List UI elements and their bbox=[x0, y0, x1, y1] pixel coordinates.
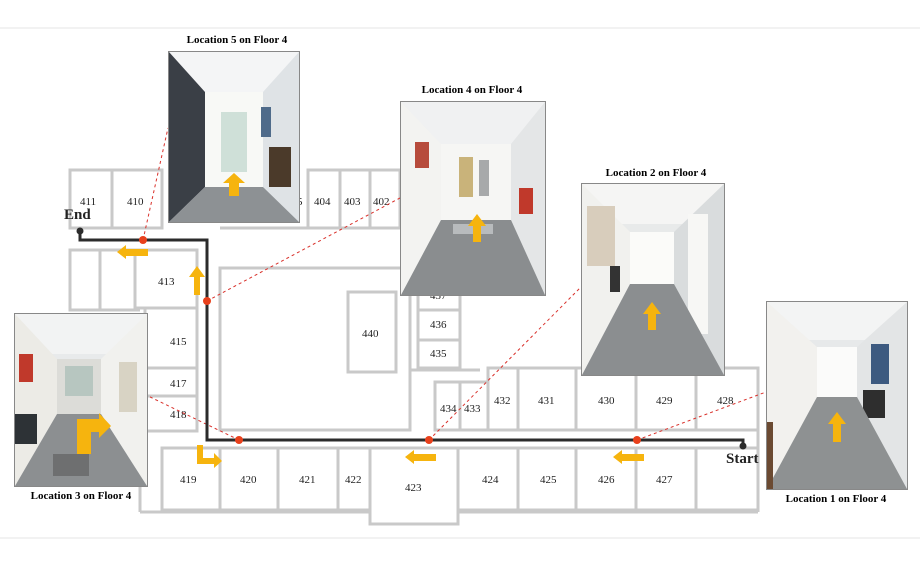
location-5-label: Location 5 on Floor 4 bbox=[186, 34, 288, 46]
room-410: 410 bbox=[127, 196, 144, 208]
room-411: 411 bbox=[80, 196, 96, 208]
arrow-left-icon bbox=[405, 450, 436, 464]
room-419: 419 bbox=[180, 474, 197, 486]
location-3-label: Location 3 on Floor 4 bbox=[30, 490, 132, 502]
room-422: 422 bbox=[345, 474, 362, 486]
route-path bbox=[78, 231, 745, 446]
start-marker bbox=[739, 442, 747, 450]
leader-line-3 bbox=[145, 394, 240, 441]
arrow-left-icon bbox=[117, 245, 148, 259]
location-1-label: Location 1 on Floor 4 bbox=[785, 493, 887, 505]
room-420: 420 bbox=[240, 474, 257, 486]
location-4-photo bbox=[400, 101, 546, 296]
room-425: 425 bbox=[540, 474, 557, 486]
direction-arrows bbox=[117, 245, 644, 468]
room-415: 415 bbox=[170, 336, 187, 348]
leader-line-5 bbox=[142, 127, 169, 241]
room-numbers: 411 410 5 404 403 402 413 415 417 418 43… bbox=[80, 196, 734, 494]
room-418: 418 bbox=[170, 409, 187, 421]
room-403: 403 bbox=[344, 196, 361, 208]
room-436: 436 bbox=[430, 319, 447, 331]
end-marker bbox=[76, 227, 84, 235]
location-3-photo bbox=[14, 313, 148, 487]
waypoint-3 bbox=[235, 436, 243, 444]
room-434: 434 bbox=[440, 403, 457, 415]
location-4-label: Location 4 on Floor 4 bbox=[421, 84, 523, 96]
room-423: 423 bbox=[405, 482, 422, 494]
room-432: 432 bbox=[494, 395, 511, 407]
location-5-photo bbox=[168, 51, 300, 223]
room-402: 402 bbox=[373, 196, 390, 208]
leader-line-4 bbox=[206, 197, 401, 302]
location-1-photo bbox=[766, 301, 908, 490]
room-413: 413 bbox=[158, 276, 175, 288]
room-428: 428 bbox=[717, 395, 734, 407]
room-417: 417 bbox=[170, 378, 187, 390]
room-421: 421 bbox=[299, 474, 316, 486]
waypoint-4 bbox=[203, 297, 211, 305]
room-431: 431 bbox=[538, 395, 555, 407]
room-424: 424 bbox=[482, 474, 499, 486]
room-435: 435 bbox=[430, 348, 447, 360]
waypoints bbox=[139, 236, 641, 444]
start-label: Start bbox=[726, 451, 759, 467]
waypoint-1 bbox=[633, 436, 641, 444]
leader-line-1 bbox=[636, 391, 767, 441]
arrow-up-icon bbox=[189, 266, 205, 295]
waypoint-5 bbox=[139, 236, 147, 244]
room-404: 404 bbox=[314, 196, 331, 208]
room-429: 429 bbox=[656, 395, 673, 407]
arrow-turn-icon bbox=[197, 445, 222, 468]
room-433: 433 bbox=[464, 403, 481, 415]
location-2-photo bbox=[581, 183, 725, 376]
waypoint-2 bbox=[425, 436, 433, 444]
room-405: 5 bbox=[297, 196, 303, 208]
room-426: 426 bbox=[598, 474, 615, 486]
location-2-label: Location 2 on Floor 4 bbox=[605, 167, 707, 179]
room-427: 427 bbox=[656, 474, 673, 486]
leader-lines bbox=[142, 127, 767, 441]
room-430: 430 bbox=[598, 395, 615, 407]
end-label: End bbox=[64, 207, 91, 223]
room-440: 440 bbox=[362, 328, 379, 340]
arrow-left-icon bbox=[613, 450, 644, 464]
